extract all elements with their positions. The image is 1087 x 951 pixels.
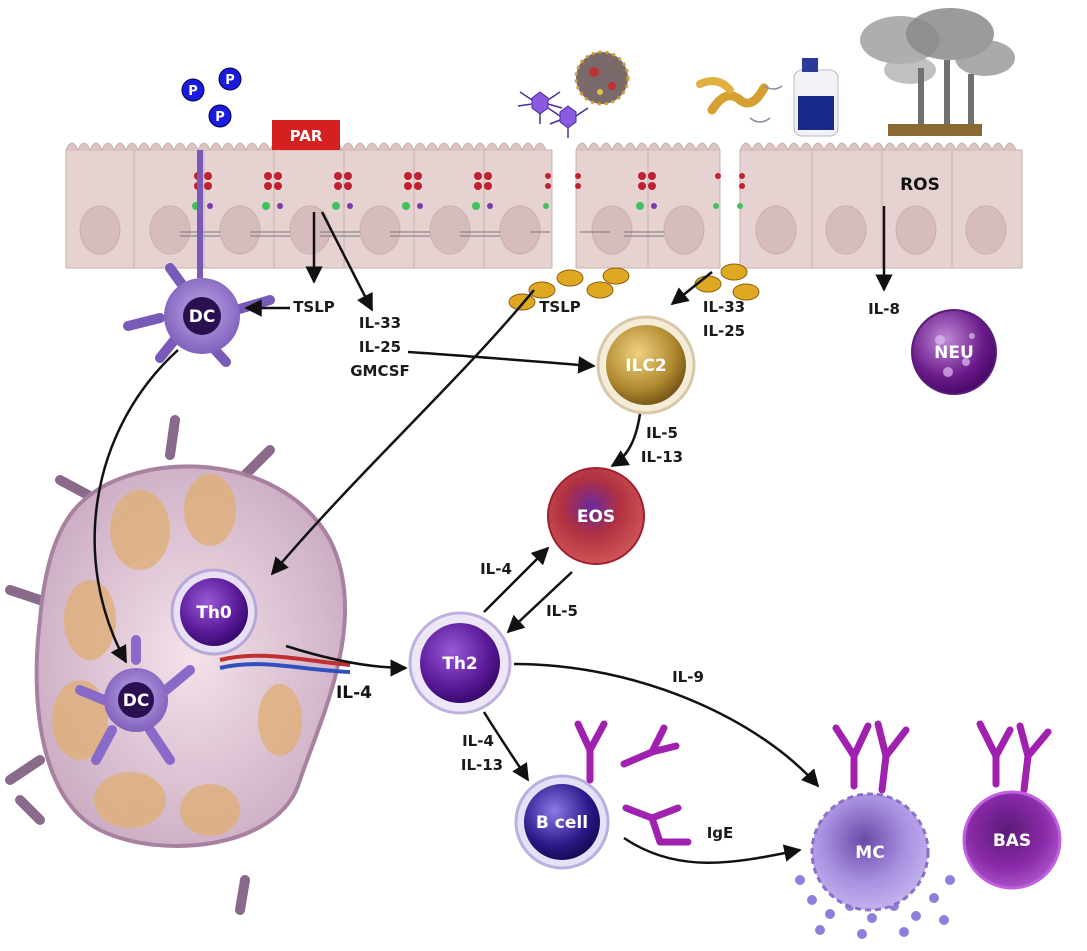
ige-antibodies xyxy=(574,720,1052,846)
ros-label: ROS xyxy=(900,175,940,195)
il9-label: IL-9 xyxy=(672,668,704,686)
phage-icon-1 xyxy=(517,91,563,124)
il8-label: IL-8 xyxy=(868,300,900,318)
neu-label: NEU xyxy=(934,343,974,363)
dc-node-label: DC xyxy=(123,691,150,711)
ilc2-label: ILC2 xyxy=(625,356,666,376)
p-label-3: P xyxy=(215,110,225,125)
helminth-icon xyxy=(696,77,783,123)
protease-p-3 xyxy=(208,104,232,128)
lymph-node xyxy=(5,415,351,915)
il4-main-label: IL-4 xyxy=(336,683,372,703)
il25-left-label: IL-25 xyxy=(359,338,401,356)
il5-ilc2-label: IL-5 xyxy=(646,424,678,442)
par-receptor: PAR xyxy=(272,120,340,150)
protease-p-1 xyxy=(181,78,205,102)
il25-right-label: IL-25 xyxy=(703,322,745,340)
arrow-th2-to-eos xyxy=(483,546,550,613)
pathway-arrows xyxy=(93,206,893,864)
th2-cell: Th2 xyxy=(408,611,512,715)
il33-right-label: IL-33 xyxy=(703,298,745,316)
ilc2-cell: ILC2 xyxy=(596,315,696,415)
par-label: PAR xyxy=(290,127,323,145)
mc-label: MC xyxy=(855,843,884,863)
detergent-bottle-icon xyxy=(793,58,839,137)
il13-b-label: IL-13 xyxy=(461,756,503,774)
il13-ilc2-label: IL-13 xyxy=(641,448,683,466)
p-label-2: P xyxy=(225,73,235,88)
protease-p-2 xyxy=(218,67,242,91)
b-cell: B cell xyxy=(514,774,610,870)
tslp-mid-label: TSLP xyxy=(539,298,581,316)
arrow-ilc2-to-eos xyxy=(610,413,642,468)
eosinophil-cell: EOS xyxy=(547,467,645,565)
arrow-epi-to-il33 xyxy=(320,211,374,312)
bas-label: BAS xyxy=(993,831,1031,851)
virus-icons xyxy=(517,50,630,138)
epithelium-layer xyxy=(65,142,1023,269)
arrow-bcell-to-mc xyxy=(623,836,802,864)
mast-cell: MC xyxy=(795,792,955,939)
b-cell-label: B cell xyxy=(536,813,588,833)
dc-top-label: DC xyxy=(189,307,216,327)
pollution-factory-icon xyxy=(860,8,1015,136)
arrow-epi-to-il33-right xyxy=(670,271,713,306)
ige-label: IgE xyxy=(707,824,734,842)
basophil-cell: BAS xyxy=(962,790,1062,890)
arrow-th2-to-mc xyxy=(513,662,820,788)
arrow-tslp-to-th0 xyxy=(270,289,535,576)
th0-label: Th0 xyxy=(196,603,232,623)
cytokine-labels: TSLP IL-33 IL-25 GMCSF TSLP IL-33 IL-25 … xyxy=(293,298,900,842)
th0-cell: Th0 xyxy=(170,568,258,656)
coronavirus-icon xyxy=(574,50,630,106)
arrow-eos-to-th2 xyxy=(506,571,573,634)
dendritic-cell-top: DC xyxy=(123,150,275,367)
th2-label: Th2 xyxy=(442,654,478,674)
arrow-th2-to-bcell xyxy=(482,711,530,782)
arrow-il25-to-ilc2 xyxy=(407,350,596,374)
p-label-1: P xyxy=(188,84,198,99)
cytokine-granules xyxy=(508,263,760,311)
il4-eos-label: IL-4 xyxy=(480,560,512,578)
dendritic-cell-node: DC xyxy=(75,635,195,765)
arrow-dc-to-node xyxy=(93,349,179,664)
il4-b-label: IL-4 xyxy=(462,732,494,750)
phage-icon-2 xyxy=(547,105,589,138)
tslp-left-label: TSLP xyxy=(293,298,335,316)
il33-left-label: IL-33 xyxy=(359,314,401,332)
gmcsf-label: GMCSF xyxy=(350,362,410,380)
eos-label: EOS xyxy=(577,507,615,527)
protease-allergens: P P P xyxy=(181,67,242,128)
il5-eos-label: IL-5 xyxy=(546,602,578,620)
arrow-th0-to-th2 xyxy=(285,644,408,677)
neutrophil-cell: NEU xyxy=(911,309,997,395)
